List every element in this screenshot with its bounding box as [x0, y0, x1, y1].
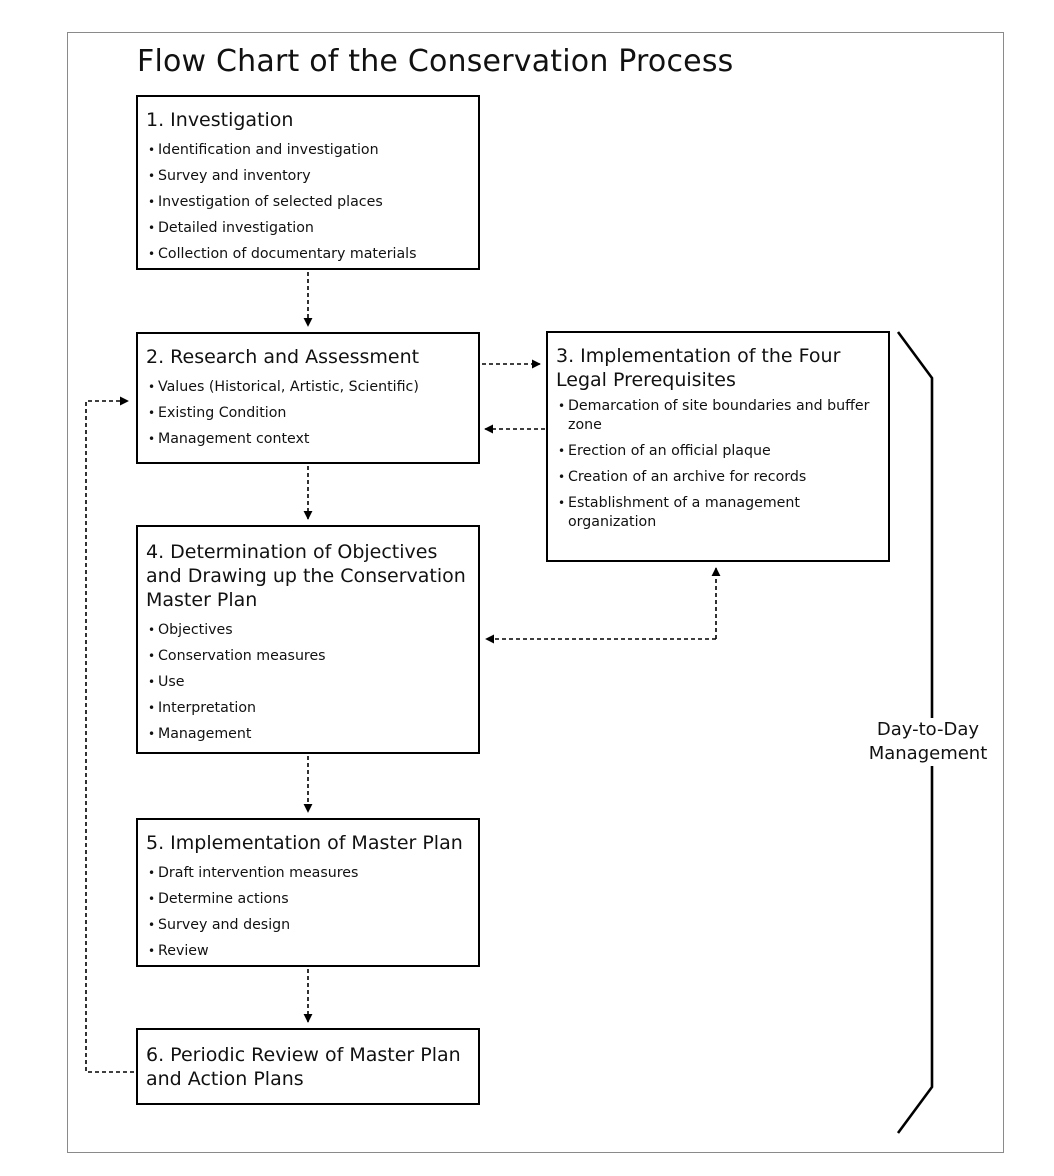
arrow-6-to-2 — [85, 396, 134, 1073]
step-4-item: Objectives — [146, 617, 470, 643]
step-6-heading: 6. Periodic Review of Master Plan and Ac… — [146, 1044, 461, 1090]
step-2-item: Values (Historical, Artistic, Scientific… — [146, 374, 470, 400]
step-2-heading: 2. Research and Assessment — [146, 346, 420, 368]
step-5-item: Survey and design — [146, 912, 470, 938]
step-1-item: Survey and inventory — [146, 163, 470, 189]
step-2-item: Management context — [146, 426, 470, 452]
step-5-item: Draft intervention measures — [146, 860, 470, 886]
step-1-heading: 1. Investigation — [146, 109, 294, 131]
day-to-day-management-label: Day-to-Day Management — [858, 718, 998, 766]
step-4-item: Interpretation — [146, 695, 470, 721]
step-6-periodic-review: 6. Periodic Review of Master Plan and Ac… — [136, 1028, 480, 1105]
step-3-heading: 3. Implementation of the Four Legal Prer… — [556, 345, 841, 391]
step-4-heading: 4. Determination of Objectives and Drawi… — [146, 541, 466, 611]
step-5-implementation-master-plan: 5. Implementation of Master Plan Draft i… — [136, 818, 480, 967]
step-1-investigation: 1. Investigation Identification and inve… — [136, 95, 480, 270]
step-3-item: Erection of an official plaque — [556, 442, 880, 461]
step-3-item: Establishment of a management organizati… — [556, 494, 880, 532]
diagram-title: Flow Chart of the Conservation Process — [137, 44, 734, 79]
step-3-item: Demarcation of site boundaries and buffe… — [556, 397, 880, 435]
step-1-item: Identification and investigation — [146, 137, 470, 163]
side-label-line-2: Management — [868, 743, 988, 764]
step-3-legal-prerequisites: 3. Implementation of the Four Legal Prer… — [546, 331, 890, 562]
step-5-item: Determine actions — [146, 886, 470, 912]
step-4-objectives-master-plan: 4. Determination of Objectives and Drawi… — [136, 525, 480, 754]
step-3-item: Creation of an archive for records — [556, 468, 880, 487]
step-5-item: Review — [146, 938, 470, 964]
step-4-item: Use — [146, 669, 470, 695]
step-1-item: Collection of documentary materials — [146, 241, 470, 267]
step-1-item: Investigation of selected places — [146, 189, 470, 215]
step-4-item: Conservation measures — [146, 643, 470, 669]
side-label-line-1: Day-to-Day — [876, 719, 980, 740]
step-1-item: Detailed investigation — [146, 215, 470, 241]
step-5-heading: 5. Implementation of Master Plan — [146, 832, 463, 854]
diagram-frame — [67, 32, 1004, 1153]
step-2-research-assessment: 2. Research and Assessment Values (Histo… — [136, 332, 480, 464]
step-4-item: Management — [146, 721, 470, 747]
step-2-item: Existing Condition — [146, 400, 470, 426]
